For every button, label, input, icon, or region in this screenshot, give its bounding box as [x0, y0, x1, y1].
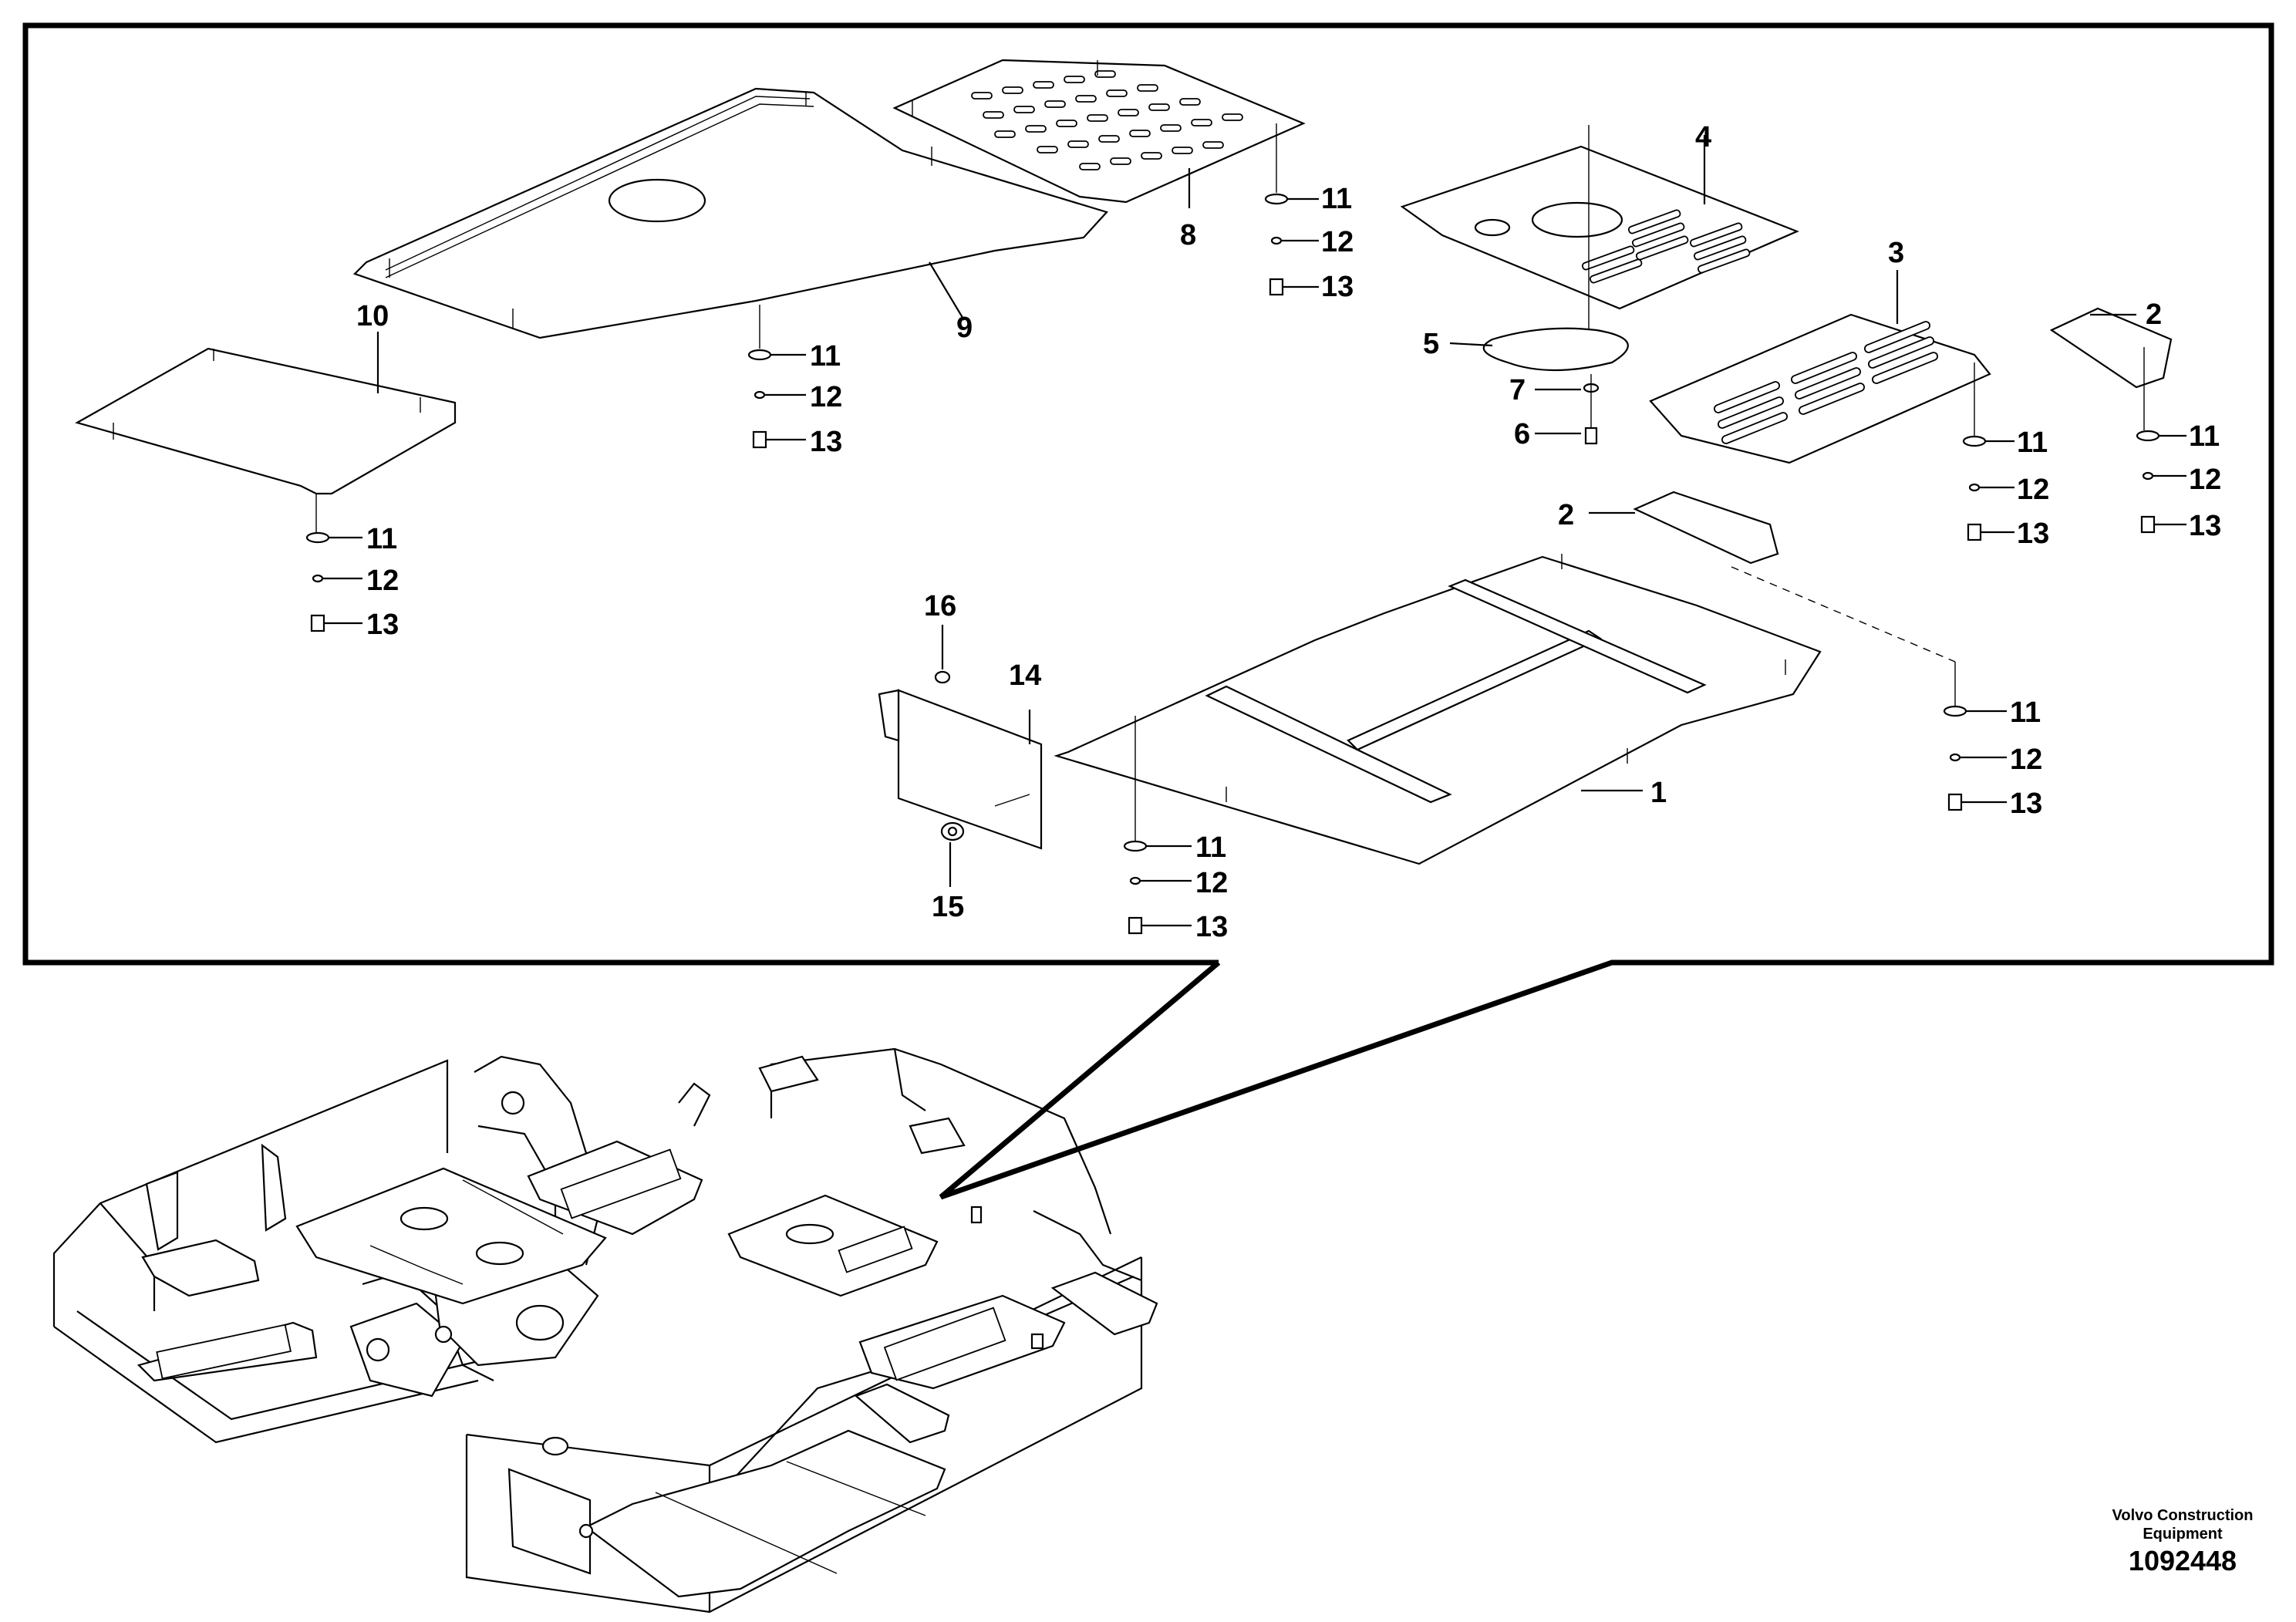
- detail-frame: [22, 22, 2274, 1200]
- part-9-floor-plate: [352, 87, 1108, 349]
- callout-11: 11: [2010, 696, 2041, 729]
- callout-11: 11: [1321, 183, 1352, 215]
- callout-11: 11: [2017, 427, 2048, 459]
- part-4-slots: [1581, 209, 1751, 284]
- callout-2-lower: 2: [1558, 499, 1574, 531]
- part-3-slots: [1714, 321, 1938, 444]
- fastener-stack-part-10: [305, 531, 362, 632]
- part-14-cover-panel: [878, 689, 1043, 850]
- callout-13: 13: [810, 426, 842, 458]
- part-3-grille-plate: [1649, 313, 1991, 464]
- fastener-stack-part-3: [1962, 435, 2014, 541]
- callout-12: 12: [2017, 474, 2049, 506]
- callout-10: 10: [356, 300, 389, 332]
- part-5-plug: [1482, 327, 1629, 372]
- callout-12: 12: [366, 565, 399, 597]
- callout-12: 12: [2189, 464, 2221, 496]
- overview-plate-part-2-lower: [854, 1383, 950, 1444]
- company-caption: Volvo Construction Equipment: [2036, 1506, 2296, 1543]
- company-caption-line-1: Volvo Construction: [2112, 1507, 2254, 1524]
- callout-13: 13: [366, 609, 399, 641]
- callout-11: 11: [2189, 420, 2220, 453]
- overview-grille-left: [137, 1321, 318, 1382]
- overview-plate-part-4: [727, 1194, 939, 1297]
- part-8-grille-plate: [892, 59, 1306, 204]
- fastener-stack-part-1: [1123, 840, 1192, 935]
- callout-labels: 1 2 2 3 4 5 6 7 8 9 10 14 15 16 11 12 13…: [356, 121, 2221, 943]
- callout-5: 5: [1423, 328, 1439, 360]
- overview-plate-part-1: [584, 1429, 946, 1598]
- part-16-fastener: [934, 625, 951, 684]
- callout-11: 11: [1195, 831, 1226, 864]
- part-2-bracket-upper: [2049, 307, 2173, 430]
- fastener-stack-part-4: [1583, 374, 1600, 445]
- callout-16: 16: [924, 590, 956, 622]
- callout-14: 14: [1009, 659, 1041, 692]
- overview-plate-part-10: [141, 1239, 260, 1297]
- overview-plate-part-8: [527, 1140, 703, 1236]
- leader-lines: [376, 135, 2136, 792]
- overview-panel-part-14: [507, 1468, 594, 1575]
- overview-plate-part-2-upper: [1050, 1271, 1158, 1336]
- part-4-access-plate: [1400, 125, 1799, 355]
- part-8-slots: [971, 70, 1243, 170]
- part-15-fastener: [940, 821, 965, 887]
- callout-11: 11: [810, 340, 841, 373]
- fastener-stack-part-8: [1264, 193, 1319, 296]
- callout-12: 12: [810, 381, 842, 413]
- callout-11: 11: [366, 523, 397, 555]
- callout-13: 13: [2010, 787, 2042, 820]
- part-1-floor-plate: [1054, 554, 1822, 865]
- callout-7: 7: [1509, 374, 1526, 406]
- callout-1: 1: [1650, 777, 1667, 809]
- callout-2-upper: 2: [2146, 298, 2162, 331]
- callout-15: 15: [932, 891, 964, 923]
- fastener-stack-part-2-lower: [1943, 662, 2007, 811]
- callout-12: 12: [1195, 867, 1228, 899]
- callout-12: 12: [1321, 226, 1354, 258]
- callout-8: 8: [1180, 219, 1196, 251]
- image-number: 1092448: [2128, 1545, 2237, 1576]
- callout-13: 13: [2017, 518, 2049, 550]
- callout-12: 12: [2010, 744, 2042, 776]
- part-2-bracket-lower: [1633, 491, 1956, 663]
- callout-13: 13: [2189, 510, 2221, 542]
- callout-3: 3: [1888, 237, 1904, 269]
- fastener-stack-part-9: [747, 349, 806, 449]
- callout-6: 6: [1514, 418, 1530, 450]
- callout-13: 13: [1321, 271, 1354, 303]
- company-caption-line-2: Equipment: [2143, 1526, 2223, 1543]
- callout-13: 13: [1195, 911, 1228, 943]
- overview-plate-part-3: [858, 1294, 1066, 1390]
- overview-machine-frame: [52, 1047, 1158, 1614]
- overview-plate-part-9: [295, 1167, 607, 1305]
- callout-4: 4: [1695, 121, 1711, 153]
- callout-9: 9: [956, 312, 973, 344]
- fastener-stack-part-2-upper: [2136, 430, 2186, 534]
- part-10-cover-plate: [75, 347, 457, 532]
